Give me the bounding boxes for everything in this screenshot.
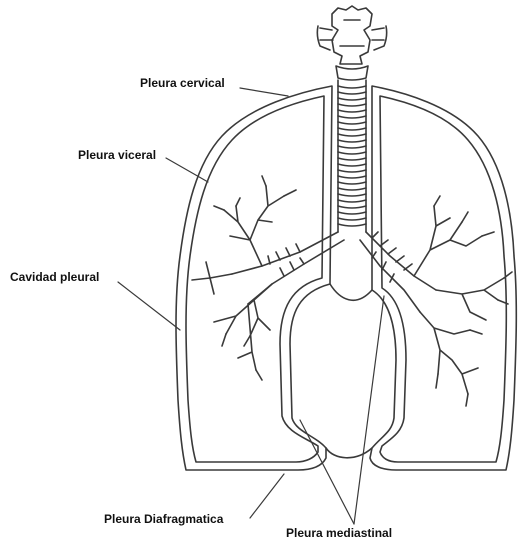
- larynx: [317, 6, 386, 80]
- label-pleura-mediastinal: Pleura mediastinal: [286, 526, 392, 540]
- leader-cavidad-pleural: [118, 282, 180, 330]
- leader-pleura-visceral: [166, 158, 208, 182]
- leader-pleura-diafragmatica: [250, 474, 284, 518]
- leader-pleura-mediastinal-left: [300, 420, 354, 524]
- mediastinum: [326, 284, 372, 458]
- label-cavidad-pleural: Cavidad pleural: [10, 270, 99, 284]
- trachea: [338, 80, 366, 232]
- label-pleura-cervical: Pleura cervical: [140, 76, 225, 90]
- label-pleura-diafragmatica: Pleura Diafragmatica: [104, 512, 223, 526]
- leader-pleura-cervical: [240, 88, 288, 96]
- leader-pleura-mediastinal-right: [354, 296, 384, 524]
- label-pleura-visceral: Pleura viceral: [78, 148, 156, 162]
- left-lung: [176, 86, 332, 470]
